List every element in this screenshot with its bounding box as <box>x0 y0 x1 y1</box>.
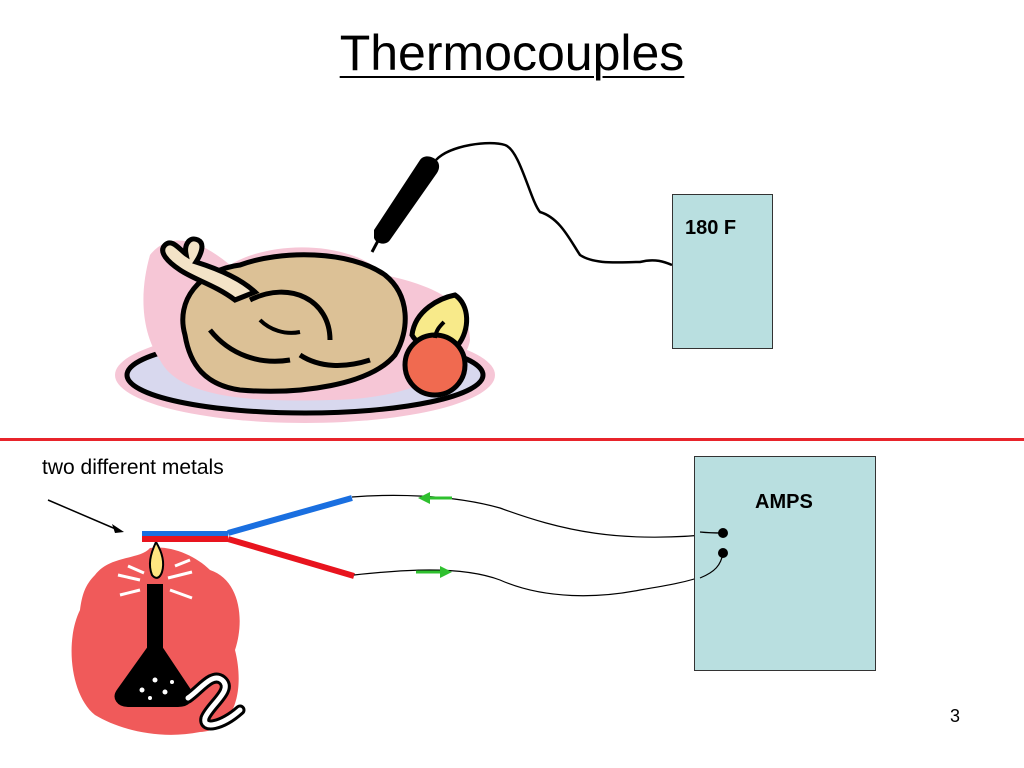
thermocouple-junction <box>142 495 355 579</box>
meat-thermometer-probe-icon <box>370 141 673 267</box>
bunsen-burner-icon <box>71 539 246 735</box>
page-number: 3 <box>950 706 961 726</box>
ammeter-label: AMPS <box>755 491 813 513</box>
ammeter-box: AMPS <box>694 456 876 671</box>
metal-b-wire <box>227 536 355 579</box>
metal-a-wire <box>227 495 353 536</box>
current-arrow-left <box>418 492 452 504</box>
metals-caption: two different metals <box>42 456 224 479</box>
lower-lead-wire <box>353 552 724 597</box>
slide-title: Thermocouples <box>339 25 685 81</box>
caption-pointer-arrow <box>47 499 124 533</box>
current-arrow-right <box>416 566 452 578</box>
thermometer-readout-box: 180 F <box>672 194 773 349</box>
upper-lead-wire <box>351 494 724 538</box>
section-divider <box>0 438 1024 441</box>
temperature-reading: 180 F <box>685 217 737 239</box>
roast-turkey-icon <box>115 236 495 423</box>
